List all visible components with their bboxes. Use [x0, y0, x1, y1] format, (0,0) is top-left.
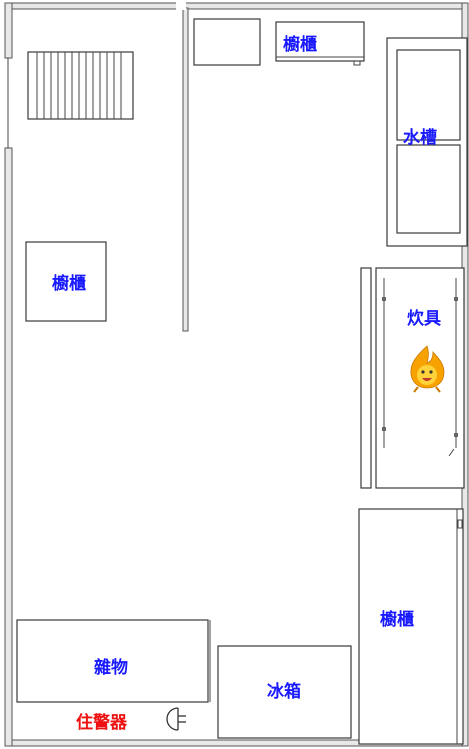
fridge-label: 冰箱 [267, 681, 301, 702]
sink: 水槽 [386, 37, 468, 247]
wall-top [4, 2, 467, 10]
alarm: 住警器 [76, 707, 186, 733]
stove-side-rail [360, 267, 372, 489]
small-cabinet-box [193, 18, 261, 66]
cabinet-left: 櫥櫃 [25, 241, 107, 322]
cabinet-right-label: 櫥櫃 [380, 609, 414, 630]
partition-gap [176, 2, 186, 10]
alarm-label: 住警器 [76, 712, 128, 733]
cabinet-top: 櫥櫃 [275, 21, 365, 66]
sink-label: 水槽 [403, 127, 437, 148]
cabinet-left-label: 櫥櫃 [52, 273, 86, 294]
storage-label: 雜物 [94, 657, 128, 678]
storage: 雜物 [16, 619, 211, 703]
stove-label: 炊具 [407, 308, 441, 329]
cabinet-top-label: 櫥櫃 [283, 34, 317, 55]
flame-mascot-icon [410, 345, 445, 393]
stove-area: 炊具 [360, 267, 465, 489]
staircase [27, 51, 134, 120]
outer-walls [4, 2, 469, 747]
cabinet-right: 櫥櫃 [358, 508, 464, 745]
partition-wall [182, 7, 189, 332]
wall-left-lower [4, 147, 13, 747]
smoke-alarm-icon [166, 707, 186, 731]
fridge: 冰箱 [217, 645, 352, 739]
wall-left-upper [4, 2, 13, 59]
